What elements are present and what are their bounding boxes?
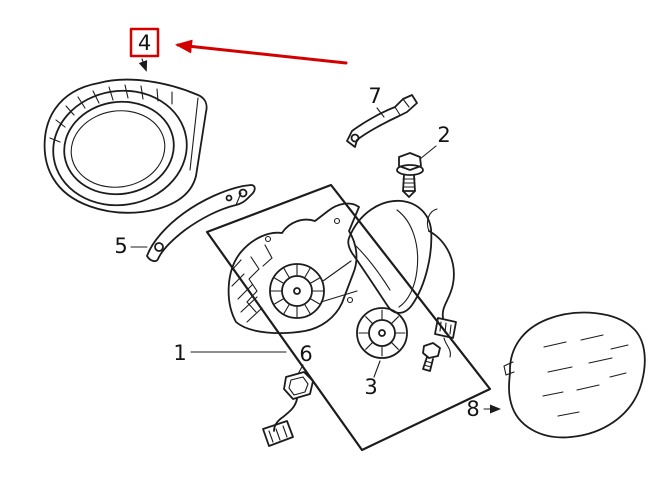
diagram-line-art <box>43 27 646 452</box>
assembly-boundary-box <box>205 183 492 452</box>
cap-hatch-lines <box>49 84 173 143</box>
callout-4-highlight-box <box>129 27 160 58</box>
part-7-bracket <box>346 94 418 148</box>
actuator-spokes <box>358 309 406 357</box>
part-4-mirror-cap <box>43 78 208 214</box>
red-pointer-arrow <box>175 39 348 65</box>
bracket-hatch-lines <box>230 259 263 323</box>
leader-part-6 <box>297 364 304 375</box>
motor-spokes <box>270 264 324 318</box>
callout-3-label: 3 <box>364 375 377 399</box>
part-5-support-arm <box>146 184 256 263</box>
callout-6-label: 6 <box>299 342 312 366</box>
callout-5-label: 5 <box>114 234 127 258</box>
callout-2-label: 2 <box>437 123 450 147</box>
part-2-screw <box>396 152 424 198</box>
glass-reflection-lines <box>542 334 629 417</box>
callout-leader-lines <box>130 58 501 414</box>
callout-8-label: 8 <box>466 397 479 421</box>
part-3-actuator <box>356 307 441 372</box>
callout-7-label: 7 <box>368 84 381 108</box>
callout-4-highlight <box>129 27 348 65</box>
leader-arrow-part-4 <box>138 58 148 72</box>
part-1-mirror-assembly <box>227 200 457 358</box>
callout-4-label: 4 <box>138 31 151 55</box>
part-6-cap-connector <box>262 371 314 447</box>
part-8-mirror-glass <box>503 311 646 439</box>
leader-part-2 <box>419 145 437 160</box>
leader-part-3 <box>373 360 381 378</box>
leader-part-7 <box>376 107 385 118</box>
callout-labels: 1 2 3 4 5 6 7 8 <box>114 31 479 421</box>
callout-1-label: 1 <box>173 341 186 365</box>
